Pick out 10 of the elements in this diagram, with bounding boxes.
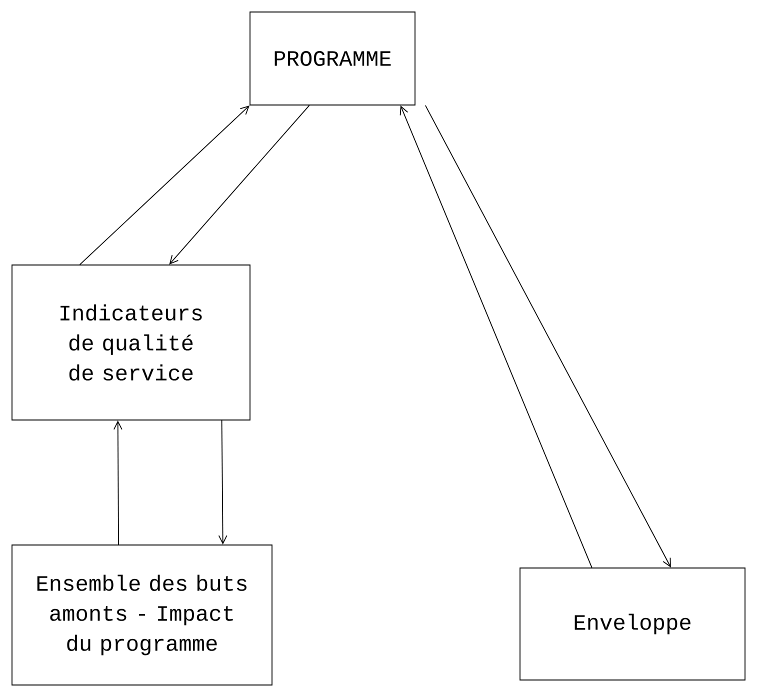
arrow (400, 105, 592, 568)
arrow (169, 105, 310, 265)
process-box: Indicateurs de qualité de service (12, 264, 250, 420)
process-box: PROGRAMME (250, 12, 416, 106)
arrow (113, 420, 122, 545)
arrow (424, 105, 671, 568)
arrow (79, 105, 250, 265)
process-box: Ensemble des buts amonts - Impact du programme (12, 544, 272, 686)
arrow (218, 420, 228, 545)
process-box: Enveloppe (520, 568, 746, 680)
